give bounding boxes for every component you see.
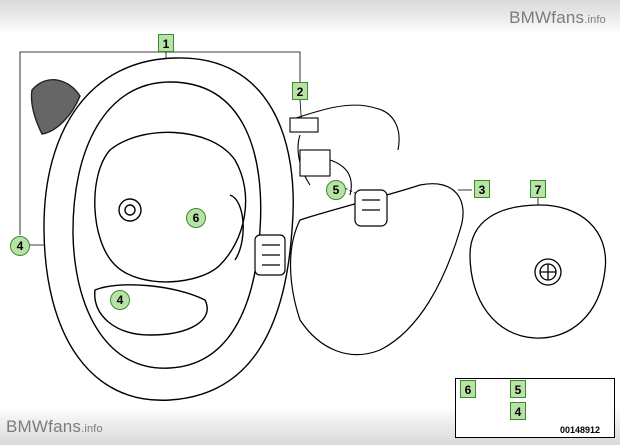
airbag-module-drawing <box>469 204 607 339</box>
callout-left-grip[interactable]: 4 <box>10 236 30 256</box>
fastener-legend <box>455 378 615 438</box>
watermark-bottom: BMWfans.info <box>6 417 103 437</box>
watermark-bottom-suffix: .info <box>81 423 103 435</box>
grip-texture <box>30 79 81 135</box>
callout-airbag-module[interactable]: 7 <box>530 180 546 198</box>
watermark-top: BMWfans.info <box>509 8 606 28</box>
legend-label-5[interactable]: 5 <box>510 380 526 398</box>
callout-wiring-harness[interactable]: 2 <box>292 82 308 100</box>
leader-line-1 <box>19 51 301 235</box>
document-number: 00148912 <box>560 425 601 435</box>
callout-hub-screw[interactable]: 6 <box>186 208 206 228</box>
top-gradient-band <box>0 0 620 34</box>
hub-center-ring <box>118 198 142 222</box>
trim-and-switches-drawing <box>254 183 464 356</box>
airbag-cover <box>469 204 607 339</box>
watermark-top-brand: BMWfans <box>509 8 585 27</box>
callout-trim-cover[interactable]: 3 <box>474 180 490 198</box>
callout-lower-spoke[interactable]: 4 <box>110 290 130 310</box>
wheel-rim-inner <box>72 81 262 369</box>
steering-wheel-drawing <box>30 57 294 401</box>
wiring-harness-drawing <box>289 104 400 196</box>
hub-center-bore <box>124 204 136 216</box>
right-spoke-slot <box>229 194 244 261</box>
callout-steering-wheel[interactable]: 1 <box>158 34 174 52</box>
legend-label-6[interactable]: 6 <box>460 380 476 398</box>
trim-cover <box>289 183 464 356</box>
callout-multifunction-switch[interactable]: 5 <box>326 180 346 200</box>
wheel-hub <box>94 131 247 283</box>
switch-right <box>354 189 388 227</box>
legend-label-4[interactable]: 4 <box>510 402 526 420</box>
watermark-bottom-brand: BMWfans <box>6 417 82 436</box>
watermark-top-suffix: .info <box>584 14 606 26</box>
bmw-roundel-outer <box>534 258 562 286</box>
leader-line-5-dashed <box>344 187 366 199</box>
